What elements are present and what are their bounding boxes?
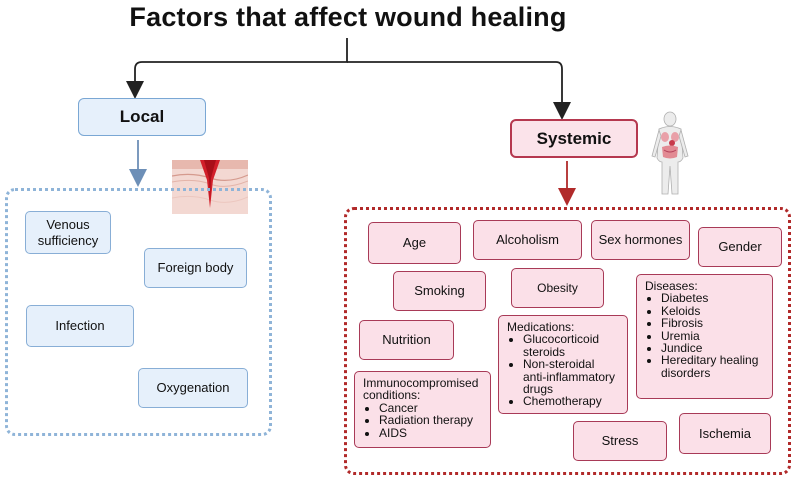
systemic-factor-smoking: Smoking (393, 271, 486, 311)
title-to-systemic-arrow (347, 61, 571, 120)
disease-item: Hereditary healing disorders (661, 354, 764, 379)
diseases-label: Diseases: (645, 279, 698, 293)
disease-item: Fibrosis (661, 317, 764, 330)
systemic-factor-gender: Gender (698, 227, 782, 267)
diagram-title: Factors that affect wound healing (129, 2, 567, 32)
disease-item: Jundice (661, 342, 764, 355)
immunocompromised-item: Cancer (379, 401, 482, 414)
immunocompromised-label: Immunocompromised conditions: (363, 376, 479, 403)
local-header: Local (78, 98, 206, 136)
systemic-factor-nutrition: Nutrition (359, 320, 454, 360)
systemic-header: Systemic (510, 119, 638, 158)
disease-item: Keloids (661, 304, 764, 317)
medication-item: Glucocorticoid steroids (523, 333, 619, 358)
medication-item: Chemotherapy (523, 395, 619, 408)
immunocompromised-item: Radiation therapy (379, 414, 482, 427)
systemic-immunocompromised-box: Immunocompromised conditions: Cancer Rad… (354, 371, 491, 448)
local-factor-infection: Infection (26, 305, 134, 347)
title-to-local-arrow (126, 38, 348, 99)
systemic-medications-box: Medications: Glucocorticoid steroids Non… (498, 315, 628, 414)
systemic-diseases-box: Diseases: Diabetes Keloids Fibrosis Urem… (636, 274, 773, 399)
immunocompromised-item: AIDS (379, 426, 482, 439)
local-factor-venous-sufficiency: Venous sufficiency (25, 211, 111, 254)
systemic-factor-obesity: Obesity (511, 268, 604, 308)
local-factor-oxygenation: Oxygenation (138, 368, 248, 408)
systemic-factor-ischemia: Ischemia (679, 413, 771, 454)
diseases-list: Diabetes Keloids Fibrosis Uremia Jundice… (645, 292, 764, 379)
local-factor-foreign-body: Foreign body (144, 248, 247, 288)
systemic-factor-alcoholism: Alcoholism (473, 220, 582, 260)
medications-list: Glucocorticoid steroids Non-steroidal an… (507, 333, 619, 408)
systemic-factor-age: Age (368, 222, 461, 264)
wound-skin-illustration (172, 160, 248, 214)
medication-item: Non-steroidal anti-inflammatory drugs (523, 358, 619, 395)
immunocompromised-list: Cancer Radiation therapy AIDS (363, 401, 482, 439)
systemic-factor-sex-hormones: Sex hormones (591, 220, 690, 260)
medications-label: Medications: (507, 320, 575, 334)
human-body-organs-illustration (651, 111, 689, 195)
systemic-factor-stress: Stress (573, 421, 667, 461)
local-factors-region (5, 188, 272, 436)
disease-item: Diabetes (661, 292, 764, 305)
systemic-factors-region (344, 207, 791, 475)
disease-item: Uremia (661, 329, 764, 342)
